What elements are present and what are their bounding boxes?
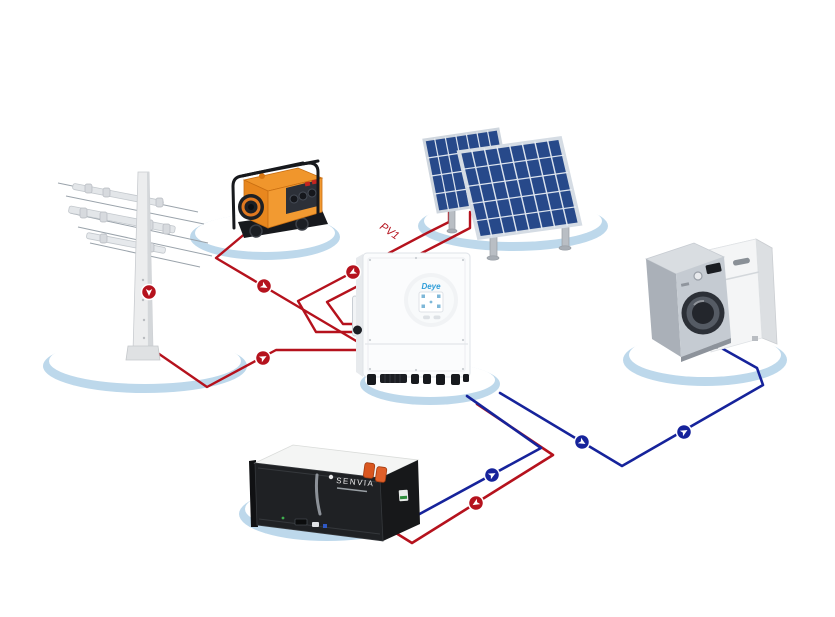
arrow-generator-feed	[255, 277, 273, 295]
appliances	[644, 238, 778, 362]
utility-pole	[57, 171, 213, 361]
generator	[231, 159, 328, 238]
washer-door-highlight	[693, 299, 705, 306]
inverter-bottom-connectors	[367, 374, 469, 385]
fridge-handle	[733, 257, 750, 266]
generator-wheel-left	[249, 224, 263, 238]
generator-outlet	[289, 194, 299, 204]
crossarms	[68, 183, 176, 254]
battery-handle	[314, 473, 322, 516]
washer-tray	[680, 282, 690, 287]
fridge-foot	[752, 336, 758, 341]
pole-mast	[125, 171, 161, 361]
inverter-screws	[368, 256, 465, 372]
generator-wheel-right	[295, 217, 309, 231]
generator-outlet	[307, 188, 317, 198]
solar-panel-front	[456, 135, 583, 241]
inverter-button	[433, 315, 441, 320]
inverter-button	[423, 315, 430, 320]
pv1-label: PV1	[377, 221, 401, 243]
arrow-battery-discharge	[483, 466, 501, 484]
battery-logo-mark	[328, 474, 334, 480]
generator-switch	[304, 181, 311, 187]
generator-alternator-hub	[248, 204, 254, 210]
arrow-grid-down	[140, 283, 158, 301]
battery: SENVIA	[249, 444, 420, 542]
inverter-side-face	[356, 254, 363, 377]
washer-display	[705, 262, 722, 275]
generator-alternator-ring	[241, 197, 261, 217]
washer-door-glass	[692, 302, 714, 324]
inverter-logo: Deye	[421, 282, 441, 291]
battery-sticker-stripe	[399, 495, 408, 500]
washing-machine	[644, 242, 731, 362]
washer-knob	[693, 271, 703, 281]
generator-outlet	[298, 191, 308, 201]
battery-terminals	[362, 462, 388, 483]
arrow-load-feed-2	[675, 423, 693, 441]
flow-arrows	[140, 263, 693, 512]
arrow-grid-feed	[254, 349, 272, 367]
generator-frame	[231, 159, 320, 230]
inverter-side-connector	[353, 325, 362, 335]
arrow-battery-charge	[467, 494, 485, 512]
arrow-load-feed-1	[573, 433, 591, 451]
washer-base	[681, 338, 731, 362]
battery-ports	[281, 516, 327, 528]
generator-switch	[311, 179, 318, 185]
arrow-pv-feed	[344, 263, 362, 281]
inverter: Deye	[352, 252, 471, 385]
battery-subtext	[336, 487, 368, 493]
battery-logo: SENVIA	[336, 476, 375, 488]
generator-fuel-cap	[259, 173, 265, 179]
washer-side	[646, 259, 681, 357]
inverter-lcd-icons	[421, 294, 441, 308]
solar-panels	[422, 127, 583, 261]
battery-sticker	[398, 489, 409, 502]
